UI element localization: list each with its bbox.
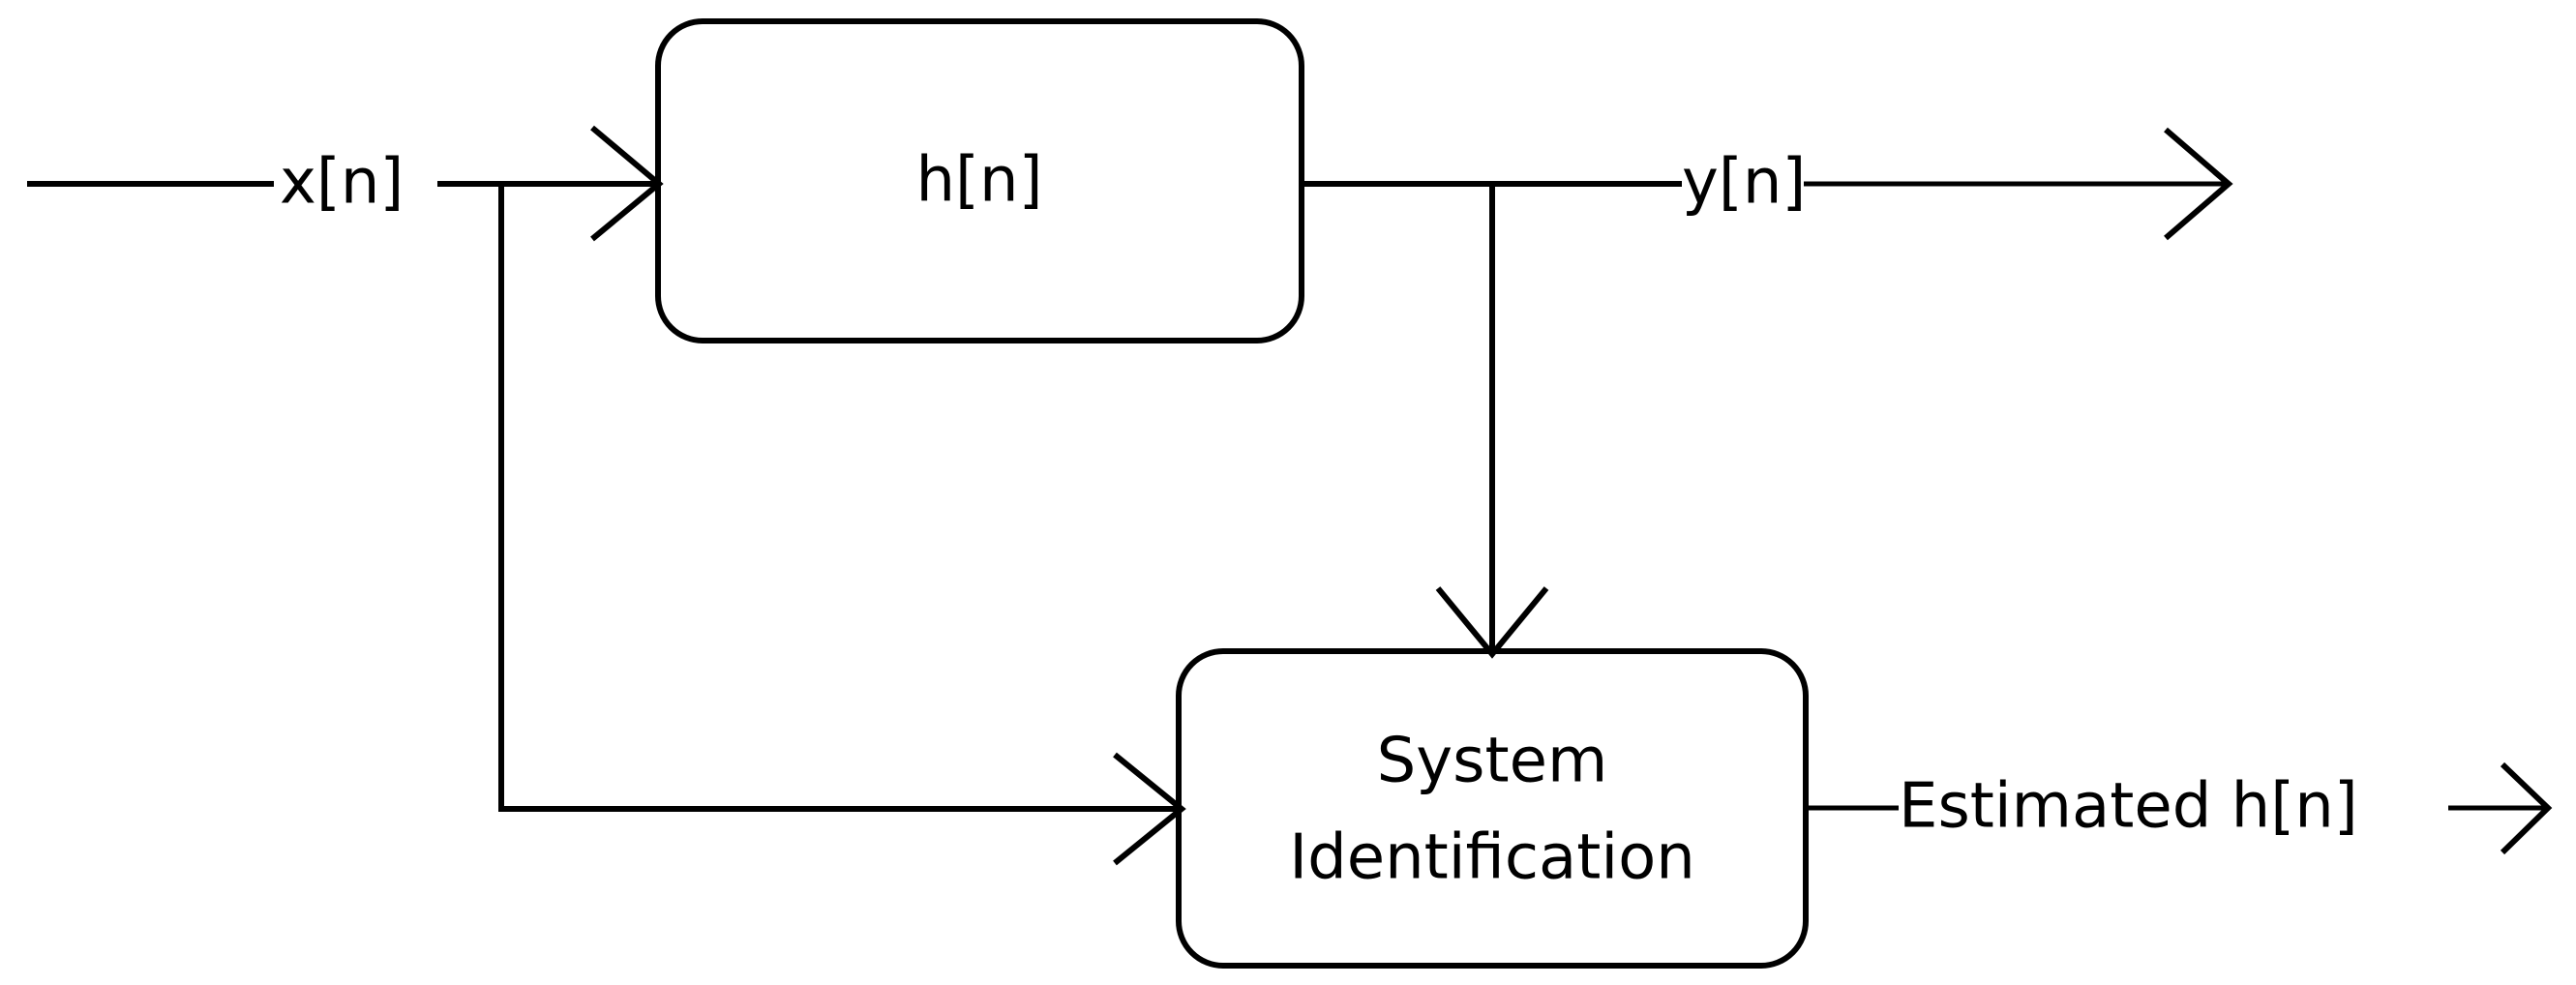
system-identification-label-line2: Identification: [1289, 822, 1695, 894]
system-identification-block[interactable]: [1176, 648, 1809, 969]
arrowhead-output-terminal-icon: [2164, 127, 2233, 241]
system-identification-label-line1: System: [1377, 726, 1608, 797]
plant-block-label: h[n]: [915, 145, 1042, 217]
signal-label-x-n: x[n]: [280, 147, 404, 219]
signal-label-y-n: y[n]: [1682, 147, 1806, 219]
arrowhead-estimate-terminal-icon: [2500, 761, 2553, 855]
signal-label-estimated-h-n: Estimated h[n]: [1899, 771, 2358, 843]
